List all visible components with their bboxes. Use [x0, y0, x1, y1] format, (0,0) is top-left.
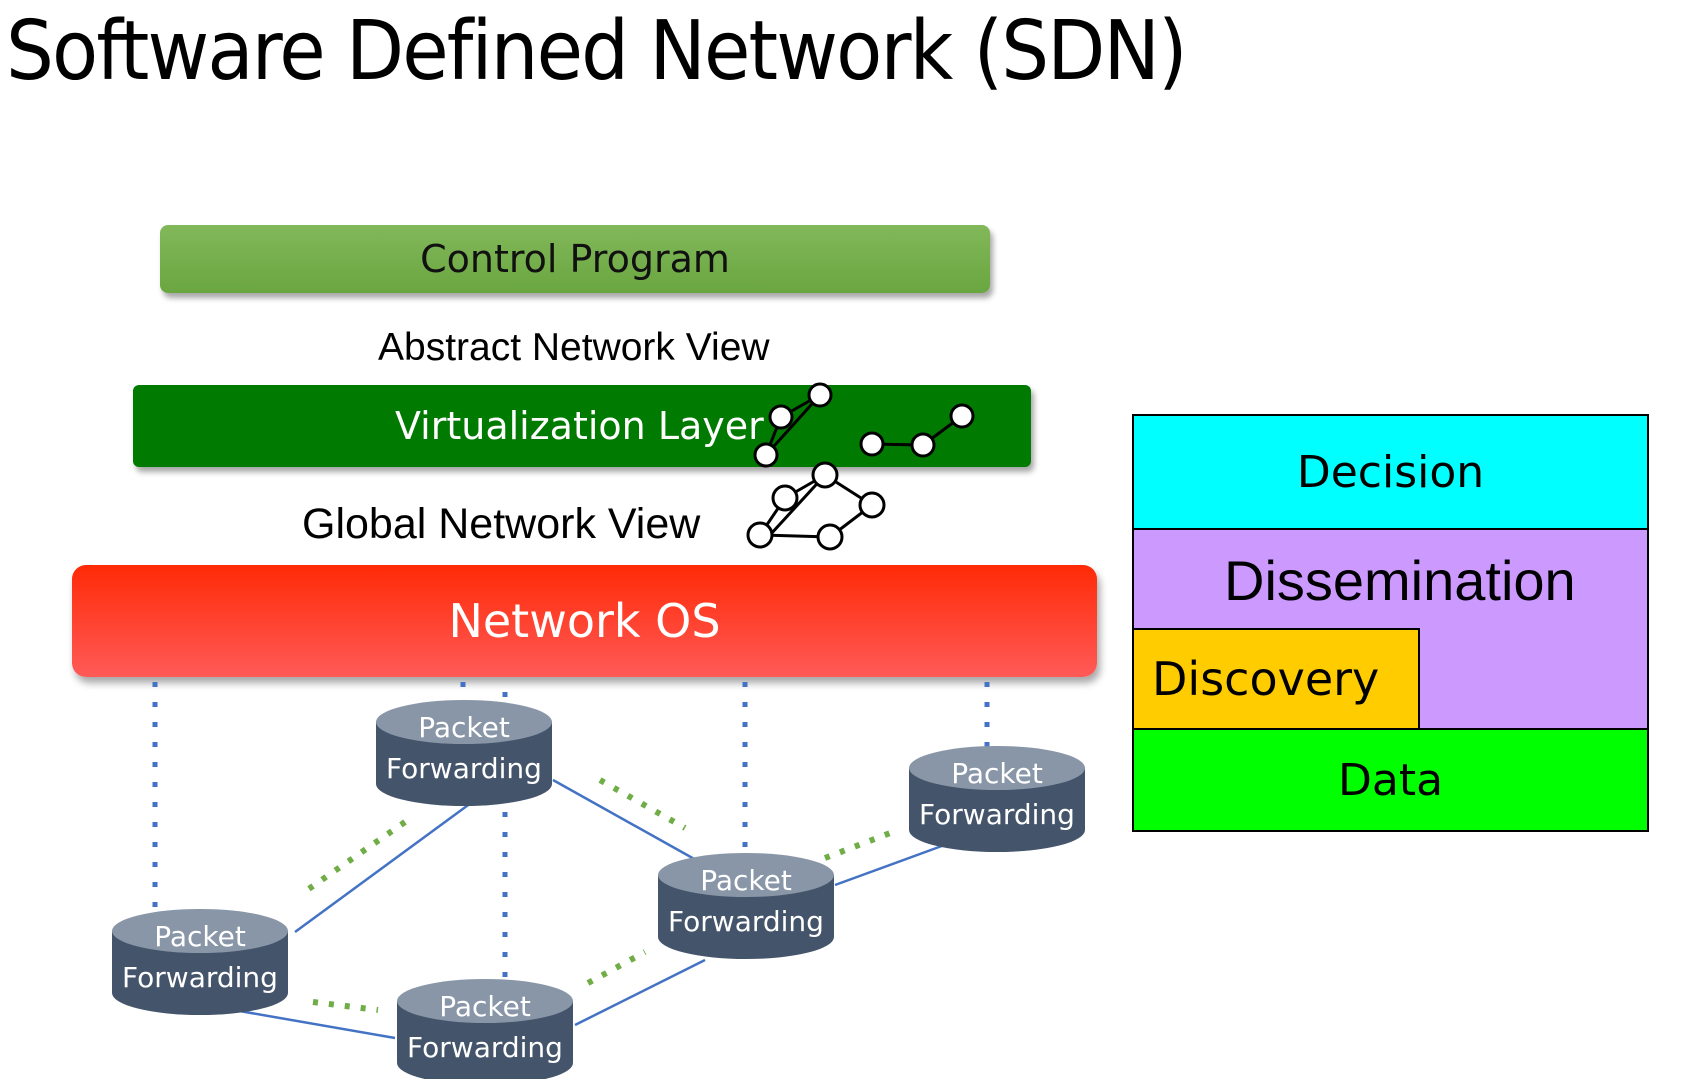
virtual-link: [298, 819, 407, 898]
physical-link: [552, 778, 706, 867]
slide-title: Software Defined Network (SDN): [6, 4, 1188, 99]
switch-2-line1: Packet: [154, 920, 246, 953]
discovery-label: Discovery: [1152, 652, 1380, 706]
virtual-link: [586, 949, 647, 986]
physical-link: [574, 958, 706, 1027]
packet-forwarding-switch-5: Packet Forwarding: [909, 746, 1085, 852]
network-os-label: Network OS: [448, 594, 721, 648]
abstract-network-view-label: Abstract Network View: [378, 326, 770, 369]
dissemination-label: Dissemination: [1224, 549, 1576, 612]
switch-5-line2: Forwarding: [919, 798, 1075, 831]
control-program-box: Control Program: [160, 225, 990, 293]
control-program-label: Control Program: [420, 237, 730, 281]
abstract-network-graph-icon: [753, 382, 975, 468]
switch-1-line2: Forwarding: [386, 752, 542, 785]
virtual-link: [598, 777, 687, 831]
data-layer: Data: [1132, 728, 1649, 832]
layer-stack: Decision Dissemination Discovery Data: [1132, 414, 1649, 832]
physical-link: [834, 841, 951, 887]
packet-forwarding-switch-2: Packet Forwarding: [112, 909, 288, 1015]
virtual-link: [823, 827, 900, 861]
packet-forwarding-switch-4: Packet Forwarding: [658, 853, 834, 959]
virtual-link: [312, 999, 379, 1013]
switch-3-line2: Forwarding: [407, 1031, 563, 1064]
data-label: Data: [1337, 754, 1444, 806]
global-network-view-label: Global Network View: [302, 500, 701, 548]
decision-label: Decision: [1296, 446, 1485, 498]
global-network-graph-icon: [746, 461, 886, 551]
packet-forwarding-switch-1: Packet Forwarding: [376, 700, 552, 806]
switch-5-line1: Packet: [951, 757, 1043, 790]
virtualization-layer-box: Virtualization Layer: [133, 385, 1031, 467]
discovery-layer: Discovery: [1132, 628, 1420, 730]
packet-forwarding-switch-3: Packet Forwarding: [397, 979, 573, 1079]
physical-link: [294, 798, 476, 934]
switch-2-line2: Forwarding: [122, 961, 278, 994]
switch-4-line1: Packet: [700, 864, 792, 897]
network-os-box: Network OS: [72, 565, 1097, 677]
virtualization-layer-label: Virtualization Layer: [395, 404, 764, 448]
switch-1-line1: Packet: [418, 711, 510, 744]
switch-3-line1: Packet: [439, 990, 531, 1023]
switch-4-line2: Forwarding: [668, 905, 824, 938]
decision-layer: Decision: [1132, 414, 1649, 530]
